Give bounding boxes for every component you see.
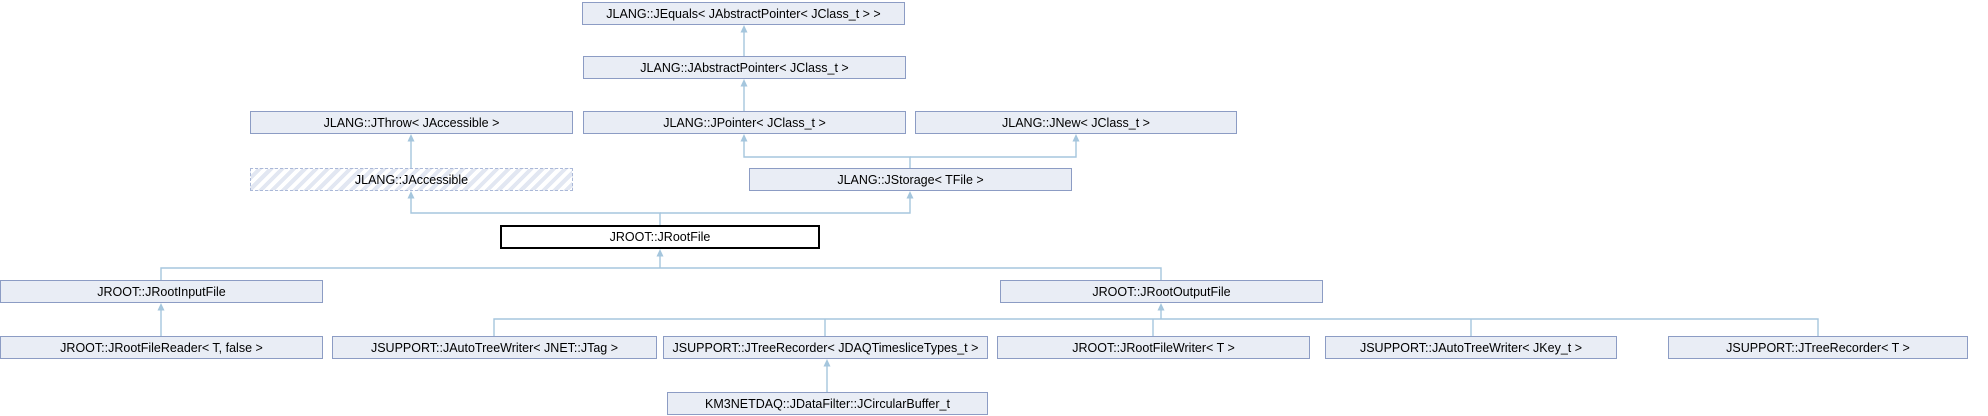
class-label: JROOT::JRootInputFile: [97, 284, 226, 299]
class-node-jrootoutputfile[interactable]: JROOT::JRootOutputFile: [1000, 280, 1323, 303]
edge-jabstractpointer-jequals: [740, 25, 748, 56]
edge-jaccessible-jthrow: [407, 134, 415, 168]
arrowhead-icon: [740, 134, 748, 142]
class-node-jnew[interactable]: JLANG::JNew< JClass_t >: [915, 111, 1237, 134]
class-label: JROOT::JRootFile: [609, 230, 711, 244]
edge-jrootfilereader-jrootinputfile: [157, 303, 165, 336]
class-node-jpointer[interactable]: JLANG::JPointer< JClass_t >: [583, 111, 906, 134]
edge-writers-jrootoutputfile: [493, 303, 1819, 336]
class-node-jrootfile-main: JROOT::JRootFile: [500, 225, 820, 249]
class-label: JSUPPORT::JAutoTreeWriter< JKey_t >: [1359, 340, 1583, 355]
class-label: JLANG::JThrow< JAccessible >: [323, 115, 500, 130]
arrowhead-icon: [740, 25, 748, 33]
class-node-jrootfilereader[interactable]: JROOT::JRootFileReader< T, false >: [0, 336, 323, 359]
class-label: JLANG::JAbstractPointer< JClass_t >: [640, 60, 849, 75]
class-node-jtreerecorder-t[interactable]: JSUPPORT::JTreeRecorder< T >: [1668, 336, 1968, 359]
class-node-jcircularbuffer[interactable]: KM3NETDAQ::JDataFilter::JCircularBuffer_…: [667, 392, 988, 415]
class-label: JLANG::JPointer< JClass_t >: [663, 115, 826, 130]
class-node-jaccessible[interactable]: JLANG::JAccessible: [250, 168, 573, 191]
class-label: JLANG::JAccessible: [354, 172, 469, 187]
class-node-jabstractpointer[interactable]: JLANG::JAbstractPointer< JClass_t >: [583, 56, 906, 79]
arrowhead-icon: [906, 191, 914, 199]
class-node-jthrow[interactable]: JLANG::JThrow< JAccessible >: [250, 111, 573, 134]
class-label: JSUPPORT::JTreeRecorder< T >: [1726, 340, 1910, 355]
arrowhead-icon: [407, 191, 415, 199]
arrowhead-icon: [823, 359, 831, 367]
arrowhead-icon: [1157, 303, 1165, 311]
class-label: JROOT::JRootFileWriter< T >: [1072, 340, 1235, 355]
class-label: JROOT::JRootFileReader< T, false >: [60, 340, 263, 355]
class-node-jequals[interactable]: JLANG::JEquals< JAbstractPointer< JClass…: [582, 2, 905, 25]
class-label: JLANG::JEquals< JAbstractPointer< JClass…: [606, 6, 881, 21]
arrowhead-icon: [1072, 134, 1080, 142]
class-label: JLANG::JStorage< TFile >: [837, 172, 984, 187]
arrowhead-icon: [407, 134, 415, 142]
class-node-jtreerecorder-daq[interactable]: JSUPPORT::JTreeRecorder< JDAQTimesliceTy…: [663, 336, 988, 359]
class-node-jstorage[interactable]: JLANG::JStorage< TFile >: [749, 168, 1072, 191]
arrowhead-icon: [740, 79, 748, 87]
edge-jcircularbuffer-jtreerecorder: [823, 359, 831, 392]
arrowhead-icon: [157, 303, 165, 311]
class-node-jautotreewriter-jkey[interactable]: JSUPPORT::JAutoTreeWriter< JKey_t >: [1325, 336, 1617, 359]
class-node-jautotreewriter-jtag[interactable]: JSUPPORT::JAutoTreeWriter< JNET::JTag >: [332, 336, 657, 359]
class-node-jrootinputfile[interactable]: JROOT::JRootInputFile: [0, 280, 323, 303]
edge-jpointer-jabstractpointer: [740, 79, 748, 111]
edge-iofiles-jrootfile: [160, 249, 1162, 280]
class-label: JLANG::JNew< JClass_t >: [1002, 115, 1150, 130]
class-label: JSUPPORT::JAutoTreeWriter< JNET::JTag >: [370, 340, 619, 355]
class-node-jrootfilewriter[interactable]: JROOT::JRootFileWriter< T >: [997, 336, 1310, 359]
class-label: JSUPPORT::JTreeRecorder< JDAQTimesliceTy…: [672, 340, 979, 355]
edge-jstorage-jpointer-jnew: [740, 134, 1080, 168]
arrowhead-icon: [656, 249, 664, 257]
edge-jrootfile-jaccessible-jstorage: [407, 191, 914, 225]
class-label: KM3NETDAQ::JDataFilter::JCircularBuffer_…: [705, 396, 950, 411]
class-label: JROOT::JRootOutputFile: [1092, 284, 1231, 299]
